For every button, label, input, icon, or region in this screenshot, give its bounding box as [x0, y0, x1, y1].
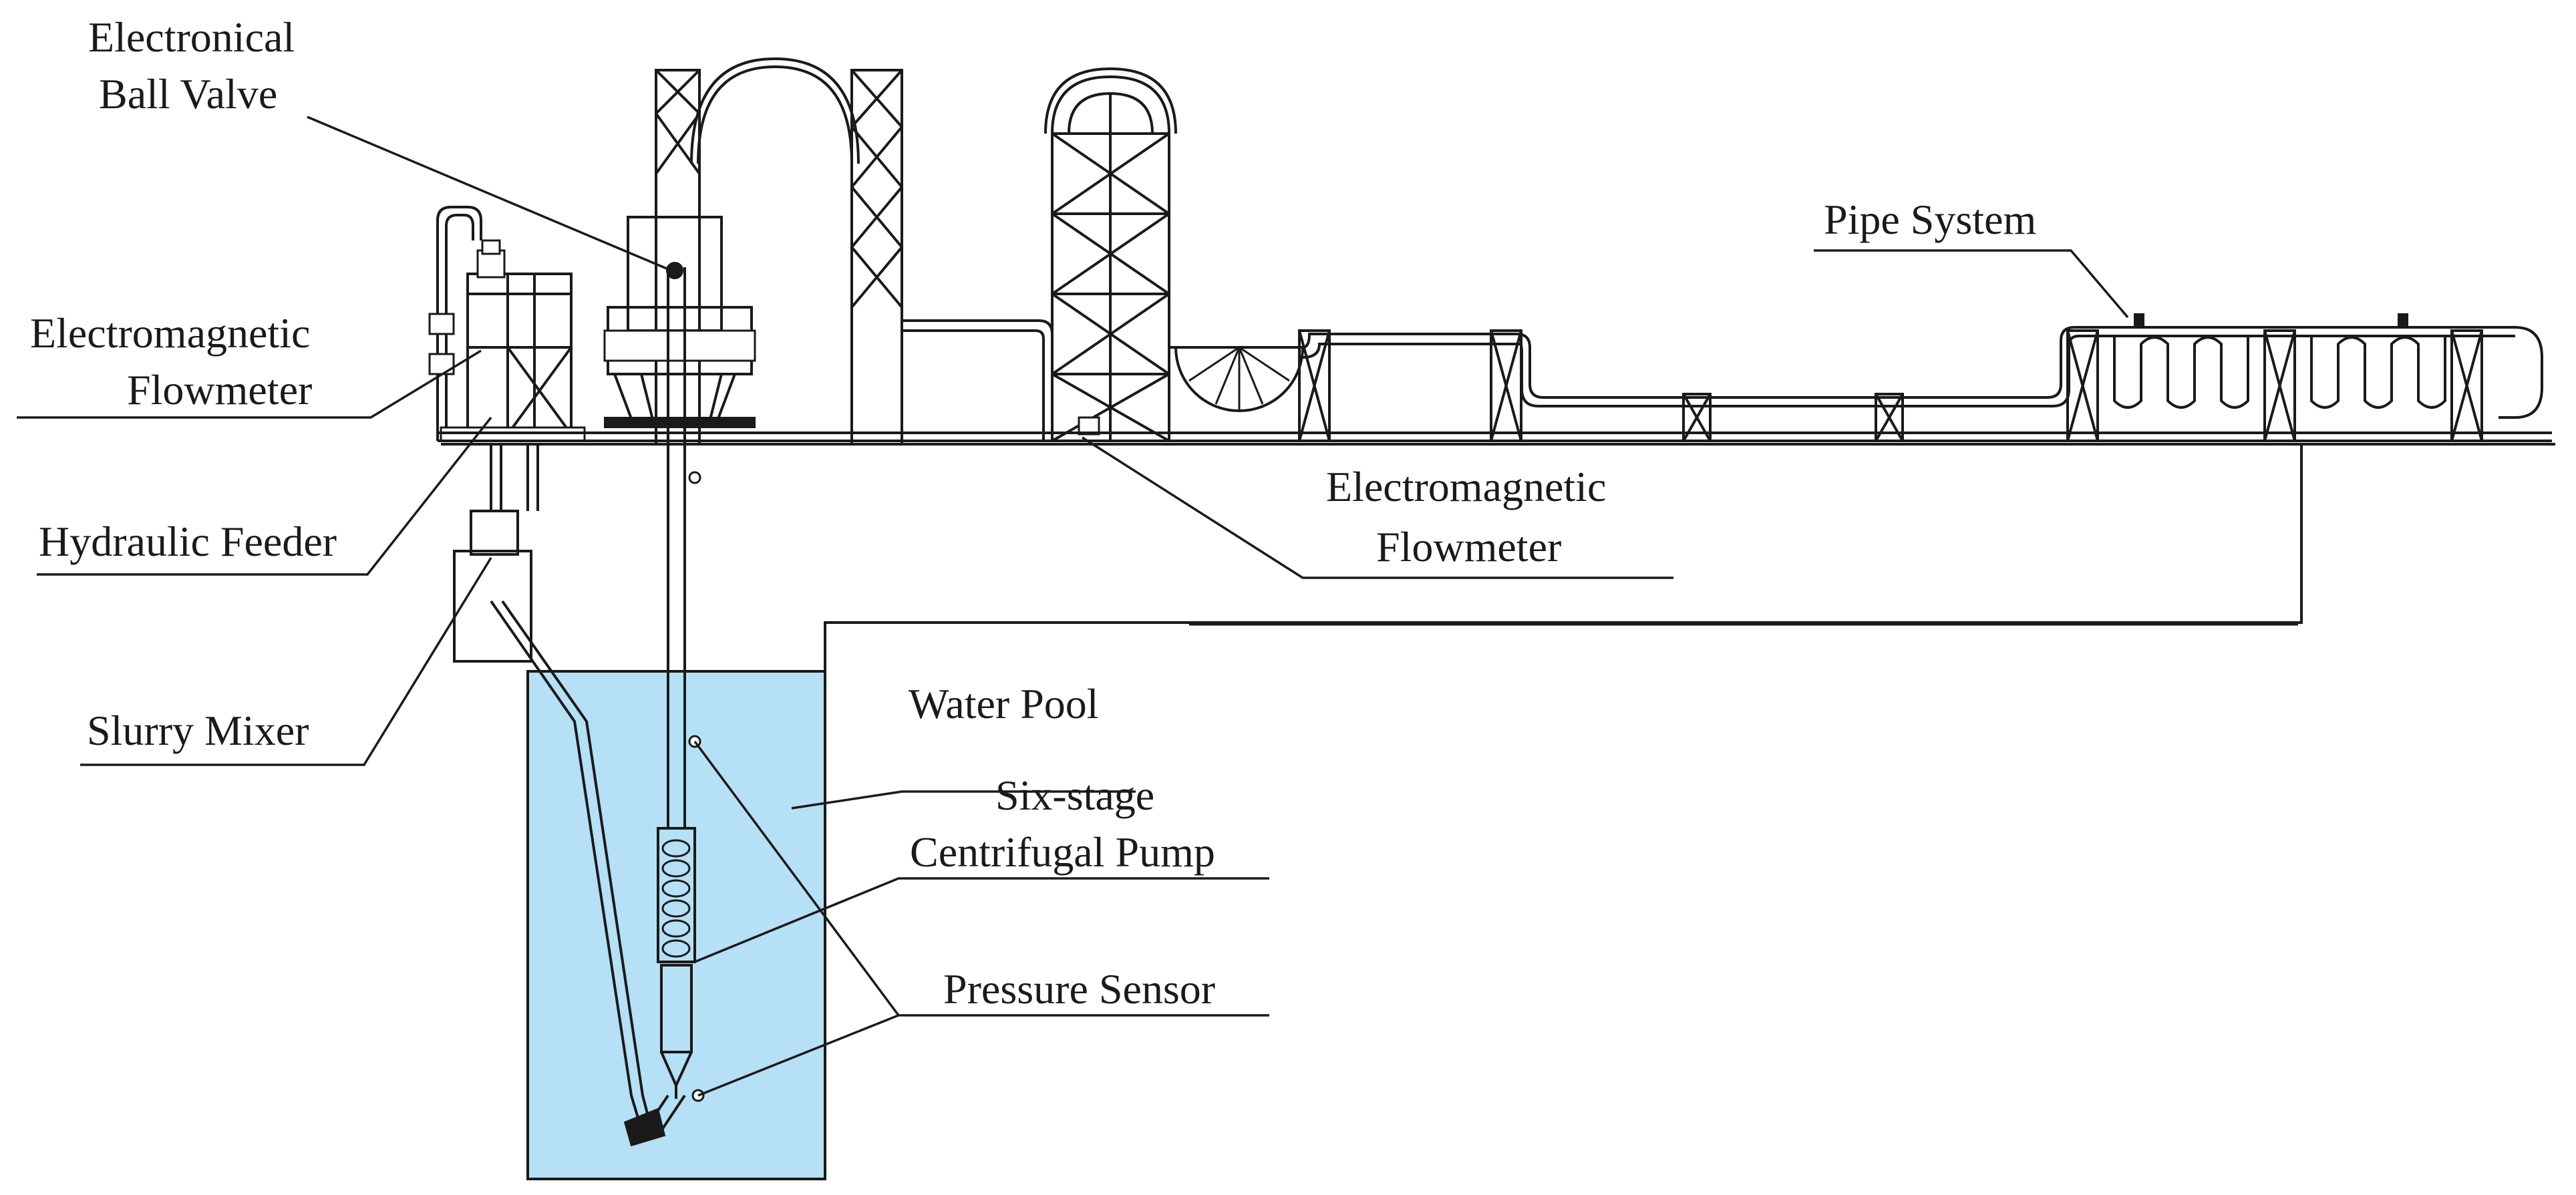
ground-outline: [441, 443, 2555, 671]
label-pipe-system: Pipe System: [1824, 196, 2036, 243]
label-pump-line2: Centrifugal Pump: [910, 828, 1215, 876]
centrifugal-pump: [640, 735, 705, 1137]
label-pressure-sensor: Pressure Sensor: [943, 965, 1215, 1013]
leader-lines: [17, 116, 2129, 1097]
arch-tower-left: [603, 57, 1054, 828]
label-ball-valve-line1: Electronical: [88, 13, 295, 61]
water-pool: [526, 670, 826, 1180]
feeder-equipment: [428, 206, 666, 1147]
left-flowmeter-body: [428, 313, 455, 335]
label-hydraulic-feeder: Hydraulic Feeder: [39, 518, 337, 565]
label-ball-valve-line2: Ball Valve: [99, 70, 277, 118]
label-flowmeter-mid-line2: Flowmeter: [1376, 523, 1561, 570]
label-pump-line1: Six-stage: [995, 772, 1154, 819]
pressure-sensor-upper-icon: [688, 471, 701, 484]
label-slurry-mixer: Slurry Mixer: [87, 707, 309, 754]
label-flowmeter-mid-line1: Electromagnetic: [1326, 463, 1606, 510]
pipe-system: [1169, 313, 2543, 442]
label-flowmeter-left-line2: Flowmeter: [127, 366, 312, 413]
pipe-supports: [1298, 329, 2483, 442]
arch-tower-right: [1044, 67, 1304, 442]
label-flowmeter-left-line1: Electromagnetic: [30, 309, 310, 357]
serpentine-coil-a: [2113, 336, 2249, 409]
label-water-pool: Water Pool: [909, 680, 1099, 727]
serpentine-coil-b: [2310, 336, 2446, 409]
labels: Electronical Ball Valve Electromagnetic …: [30, 13, 2036, 1013]
slurry-mixer-tank: [453, 550, 532, 663]
